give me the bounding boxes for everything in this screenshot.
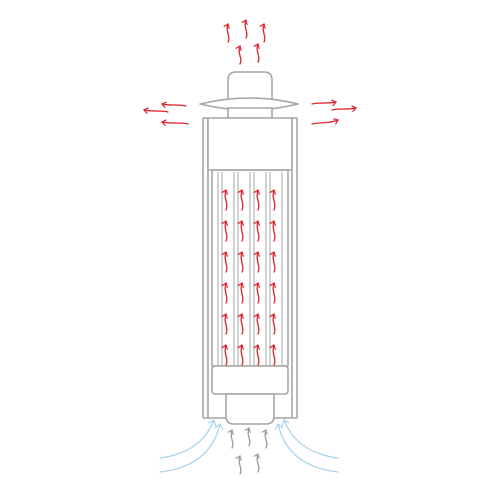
cold-air-stream <box>159 423 224 473</box>
hot-air-arrow <box>269 282 276 304</box>
hot-air-arrows <box>143 19 357 366</box>
firebox <box>203 365 297 425</box>
hot-air-arrow <box>237 344 244 366</box>
intake-arrow <box>244 427 251 447</box>
hot-air-arrow <box>269 220 276 242</box>
exhaust-arrow <box>259 23 266 43</box>
air-inlet <box>225 393 275 425</box>
cold-air-stream <box>159 419 217 459</box>
hot-air-arrow <box>237 251 244 273</box>
hot-air-arrow <box>221 282 228 304</box>
hot-air-arrow <box>269 344 276 366</box>
hot-air-arrow <box>221 344 228 366</box>
exhaust-arrow <box>223 23 230 43</box>
side-vent-arrow <box>161 119 189 127</box>
cold-air-streams <box>159 419 339 473</box>
hot-air-arrow <box>253 220 260 242</box>
hot-air-arrow <box>237 189 244 211</box>
cold-air-stream <box>281 419 339 459</box>
chimney-cap <box>199 71 299 119</box>
exhaust-arrow <box>253 43 260 63</box>
cold-air-stream <box>274 423 339 473</box>
side-vent-arrow <box>311 118 339 125</box>
side-vent-arrow <box>311 99 337 107</box>
firebox-chamber <box>211 365 289 395</box>
hot-air-arrow <box>221 189 228 211</box>
hot-air-arrow <box>237 282 244 304</box>
hot-air-arrow <box>269 251 276 273</box>
cap-neck <box>227 107 273 119</box>
intake-arrow <box>253 453 260 473</box>
hot-air-arrow <box>253 313 260 335</box>
hot-air-arrow <box>253 282 260 304</box>
exhaust-arrow <box>241 19 248 39</box>
intake-arrow <box>261 429 268 449</box>
intake-arrow <box>235 455 242 475</box>
exhaust-arrow <box>235 45 242 65</box>
hot-air-arrow <box>269 313 276 335</box>
side-vent-arrow <box>143 107 169 115</box>
intake-air-arrows <box>227 427 268 475</box>
hot-air-arrow <box>253 251 260 273</box>
hot-air-arrow <box>237 313 244 335</box>
hot-air-arrow <box>269 189 276 211</box>
heat-exchanger-tubes <box>211 169 289 367</box>
hot-air-arrow <box>237 220 244 242</box>
side-vent-arrow <box>331 105 357 113</box>
hot-air-arrow <box>221 251 228 273</box>
hot-air-arrow <box>253 189 260 211</box>
hot-air-arrow <box>221 220 228 242</box>
hot-air-arrow <box>253 344 260 366</box>
intake-arrow <box>227 429 234 449</box>
upper-chamber <box>207 117 293 171</box>
hot-air-arrow <box>221 313 228 335</box>
side-vent-arrow <box>161 101 187 109</box>
cap-dome <box>227 71 273 101</box>
